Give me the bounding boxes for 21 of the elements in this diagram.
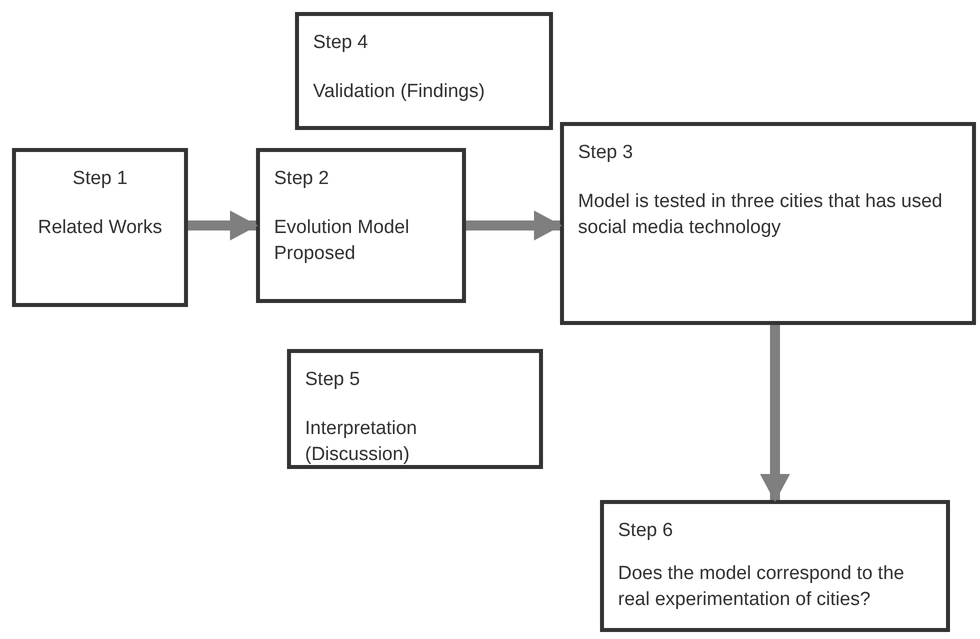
- step-box: [600, 500, 950, 632]
- arrow: [188, 210, 258, 240]
- step-heading: Step 1: [72, 167, 128, 191]
- step-heading: Step 6: [618, 519, 674, 543]
- step-heading: Step 2: [274, 167, 330, 191]
- step-box: [287, 349, 543, 469]
- step-heading: Step 5: [305, 368, 361, 392]
- step-text: Model is tested in three cities that has used social media technology: [578, 190, 944, 240]
- step-text: Related Works: [36, 216, 164, 240]
- step-box: [295, 12, 553, 130]
- step-box: [560, 122, 976, 325]
- arrow: [466, 210, 562, 240]
- step-text: Interpretation (Discussion): [305, 416, 418, 468]
- step-heading: Step 4: [313, 31, 369, 55]
- arrow: [760, 325, 790, 502]
- step-text: Validation (Findings): [313, 80, 486, 104]
- step-heading: Step 3: [578, 141, 634, 165]
- step-text: Evolution Model Proposed: [274, 216, 410, 266]
- step-box: [256, 148, 466, 303]
- step-box: [12, 148, 188, 307]
- step-text: Does the model correspond to the real experimentation of cities?: [618, 562, 906, 612]
